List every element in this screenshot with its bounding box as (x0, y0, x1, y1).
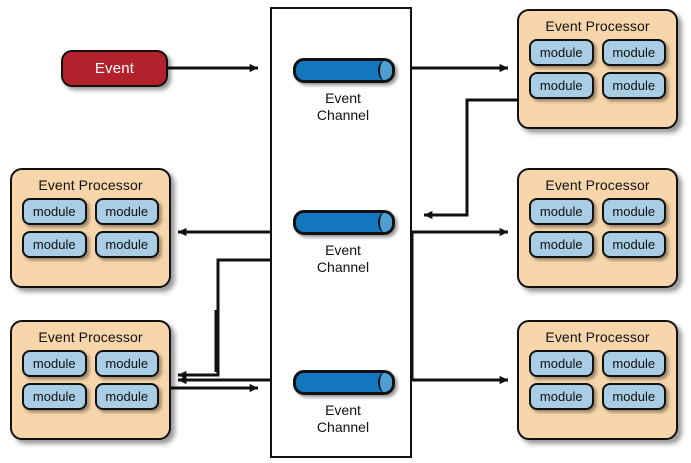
processor-top-right-modules: module module module module (519, 39, 676, 108)
event-channel-3-label-line1: Event (325, 402, 361, 418)
module-box[interactable]: module (601, 231, 666, 258)
module-box[interactable]: module (94, 231, 159, 258)
module-box[interactable]: module (529, 198, 594, 225)
module-box[interactable]: module (22, 231, 87, 258)
module-box[interactable]: module (529, 383, 594, 410)
pipe-cap-icon (378, 61, 392, 80)
module-box[interactable]: module (529, 231, 594, 258)
module-box[interactable]: module (22, 350, 87, 377)
module-box[interactable]: module (601, 350, 666, 377)
event-source-label: Event (94, 60, 135, 77)
event-channel-3[interactable]: Event Channel (272, 361, 414, 461)
event-channel-1[interactable]: Event Channel (272, 49, 414, 149)
event-channel-2-label: Event Channel (272, 242, 414, 276)
event-channel-1-label-line1: Event (325, 90, 361, 106)
processor-bottom-left[interactable]: Event Processor module module module mod… (10, 320, 171, 440)
event-source-box[interactable]: Event (61, 50, 168, 87)
module-box[interactable]: module (94, 383, 159, 410)
processor-bottom-right-title: Event Processor (545, 329, 650, 345)
processor-top-right[interactable]: Event Processor module module module mod… (517, 9, 678, 129)
module-box[interactable]: module (529, 350, 594, 377)
processor-middle-left-title: Event Processor (38, 177, 143, 193)
module-box[interactable]: module (529, 39, 594, 66)
module-box[interactable]: module (601, 383, 666, 410)
processor-middle-right[interactable]: Event Processor module module module mod… (517, 168, 678, 288)
event-channel-2-label-line2: Channel (316, 259, 370, 275)
pipe-cap-icon (378, 373, 392, 392)
module-box[interactable]: module (601, 39, 666, 66)
module-box[interactable]: module (94, 350, 159, 377)
event-channel-1-pipe (293, 58, 395, 83)
event-channel-3-label-line2: Channel (316, 419, 370, 435)
processor-middle-left[interactable]: Event Processor module module module mod… (10, 168, 171, 288)
event-channel-1-label-line2: Channel (316, 107, 370, 123)
event-channel-1-label: Event Channel (272, 90, 414, 124)
module-box[interactable]: module (22, 383, 87, 410)
module-box[interactable]: module (94, 198, 159, 225)
module-box[interactable]: module (529, 72, 594, 99)
processor-bottom-left-modules: module module module module (12, 350, 169, 419)
processor-middle-right-modules: module module module module (519, 198, 676, 267)
wire-processor-top-right-to-channel2 (423, 98, 519, 220)
event-channel-3-label: Event Channel (272, 402, 414, 436)
processor-middle-right-title: Event Processor (545, 177, 650, 193)
processor-bottom-left-title: Event Processor (38, 329, 143, 345)
pipe-cap-icon (378, 213, 392, 232)
processor-top-right-title: Event Processor (545, 18, 650, 34)
processor-middle-left-modules: module module module module (12, 198, 169, 267)
wire-middle-left-rail (177, 258, 270, 380)
event-channel-2[interactable]: Event Channel (272, 201, 414, 301)
event-channel-container: Event Channel Event Channel Event Channe… (270, 7, 412, 458)
processor-bottom-right[interactable]: Event Processor module module module mod… (517, 320, 678, 440)
module-box[interactable]: module (22, 198, 87, 225)
module-box[interactable]: module (601, 198, 666, 225)
event-channel-2-pipe (293, 210, 395, 235)
event-channel-3-pipe (293, 370, 395, 395)
processor-bottom-right-modules: module module module module (519, 350, 676, 419)
module-box[interactable]: module (601, 72, 666, 99)
event-channel-2-label-line1: Event (325, 242, 361, 258)
